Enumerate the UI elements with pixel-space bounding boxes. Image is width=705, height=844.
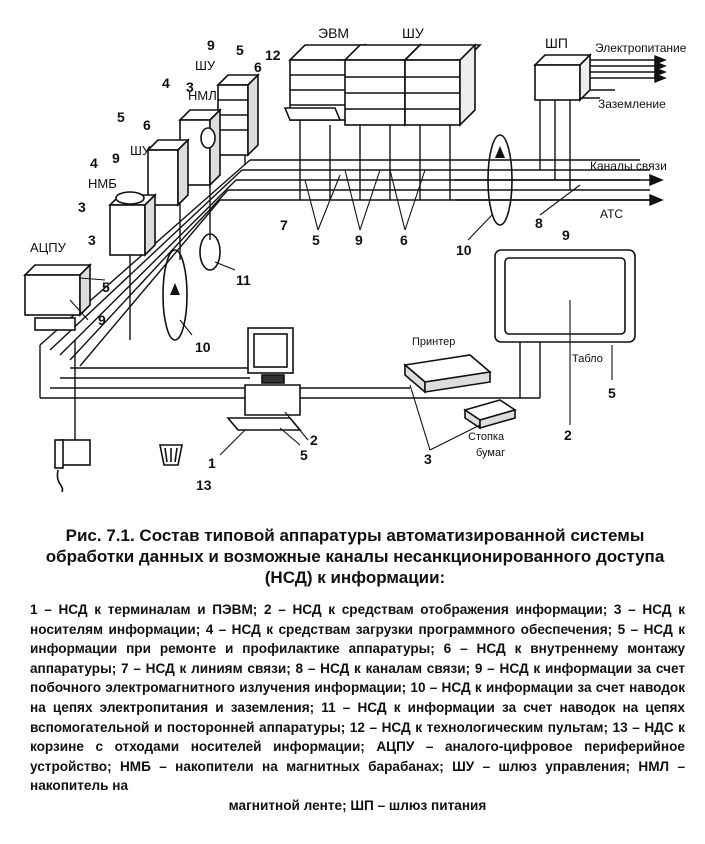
label-tablo: Табло [572,353,603,365]
interference-ellipse-10-left [162,249,188,341]
num-5: 5 [608,385,616,401]
system-diagram: ЭВМ ШУ ШП Электропитание Заземление Кана… [23,25,687,493]
num-13: 13 [196,477,212,493]
acpu-device [23,263,92,331]
label-power: Электропитание [595,41,687,55]
label-nml: НМЛ [188,88,217,103]
caption-lead: Рис. 7.1. [65,526,135,545]
pc-terminal [226,327,302,431]
num-5: 5 [312,232,320,248]
shu-device-top [216,73,260,157]
label-stack-1: Стопка [468,431,505,443]
label-stack-2: бумаг [476,447,505,459]
interference-ellipse-10-right [487,134,513,226]
num-9: 9 [98,312,106,328]
waste-basket [159,444,183,466]
num-10: 10 [195,339,211,355]
num-2: 2 [310,432,318,448]
num-5: 5 [102,279,110,295]
num-9: 9 [112,150,120,166]
num-6: 6 [143,117,151,133]
caption-text: Состав типовой аппаратуры автоматизирова… [45,526,665,587]
leader-lines [69,169,613,456]
num-3: 3 [186,79,194,95]
num-9: 9 [207,37,215,53]
num-6: 6 [400,232,408,248]
nmb-device [108,191,157,257]
label-ats: АТС [600,207,623,221]
num-2: 2 [564,427,572,443]
num-5: 5 [117,109,125,125]
up-arrow-icon [170,283,180,295]
label-shp: ШП [545,35,568,51]
num-3: 3 [78,199,86,215]
interference-ellipse-11 [199,233,221,271]
num-9: 9 [355,232,363,248]
label-acpu: АЦПУ [30,240,67,255]
num-5: 5 [300,447,308,463]
num-3: 3 [88,232,96,248]
label-printer: Принтер [412,336,455,348]
printer [403,354,492,394]
num-11: 11 [236,272,251,288]
legend-text: 1 – НСД к терминалам и ПЭВМ; 2 – НСД к с… [30,602,685,794]
power-gateway [533,53,592,102]
legend-last-line: магнитной ленте; ШП – шлюз питания [228,797,487,813]
num-3: 3 [424,451,432,467]
figure-caption: Рис. 7.1. Состав типовой аппаратуры авто… [30,525,680,588]
num-5: 5 [236,42,244,58]
telephone [54,439,91,493]
num-8: 8 [535,215,543,231]
shu-cabinet-2 [403,43,482,127]
num-12: 12 [265,47,281,63]
label-comm: Каналы связи [590,159,667,173]
paper-stack [463,399,517,430]
num-1: 1 [208,455,216,471]
nml-device [178,108,222,187]
label-shu-top: ШУ [402,25,424,41]
num-6: 6 [254,59,262,75]
num-7: 7 [280,217,288,233]
label-evm: ЭВМ [318,25,349,41]
up-arrow-icon [495,146,505,158]
console-panel [283,107,342,121]
label-ground: Заземление [598,97,666,111]
label-shu-left: ШУ [195,58,216,73]
num-4: 4 [90,155,98,171]
arrow-power [580,54,667,99]
label-nmb: НМБ [88,176,117,191]
num-4: 4 [162,75,170,91]
tablo-display [494,249,636,343]
figure-legend: 1 – НСД к терминалам и ПЭВМ; 2 – НСД к с… [30,600,685,816]
label-shu-mid: ШУ [130,143,151,158]
num-9: 9 [562,227,570,243]
num-10: 10 [456,242,472,258]
